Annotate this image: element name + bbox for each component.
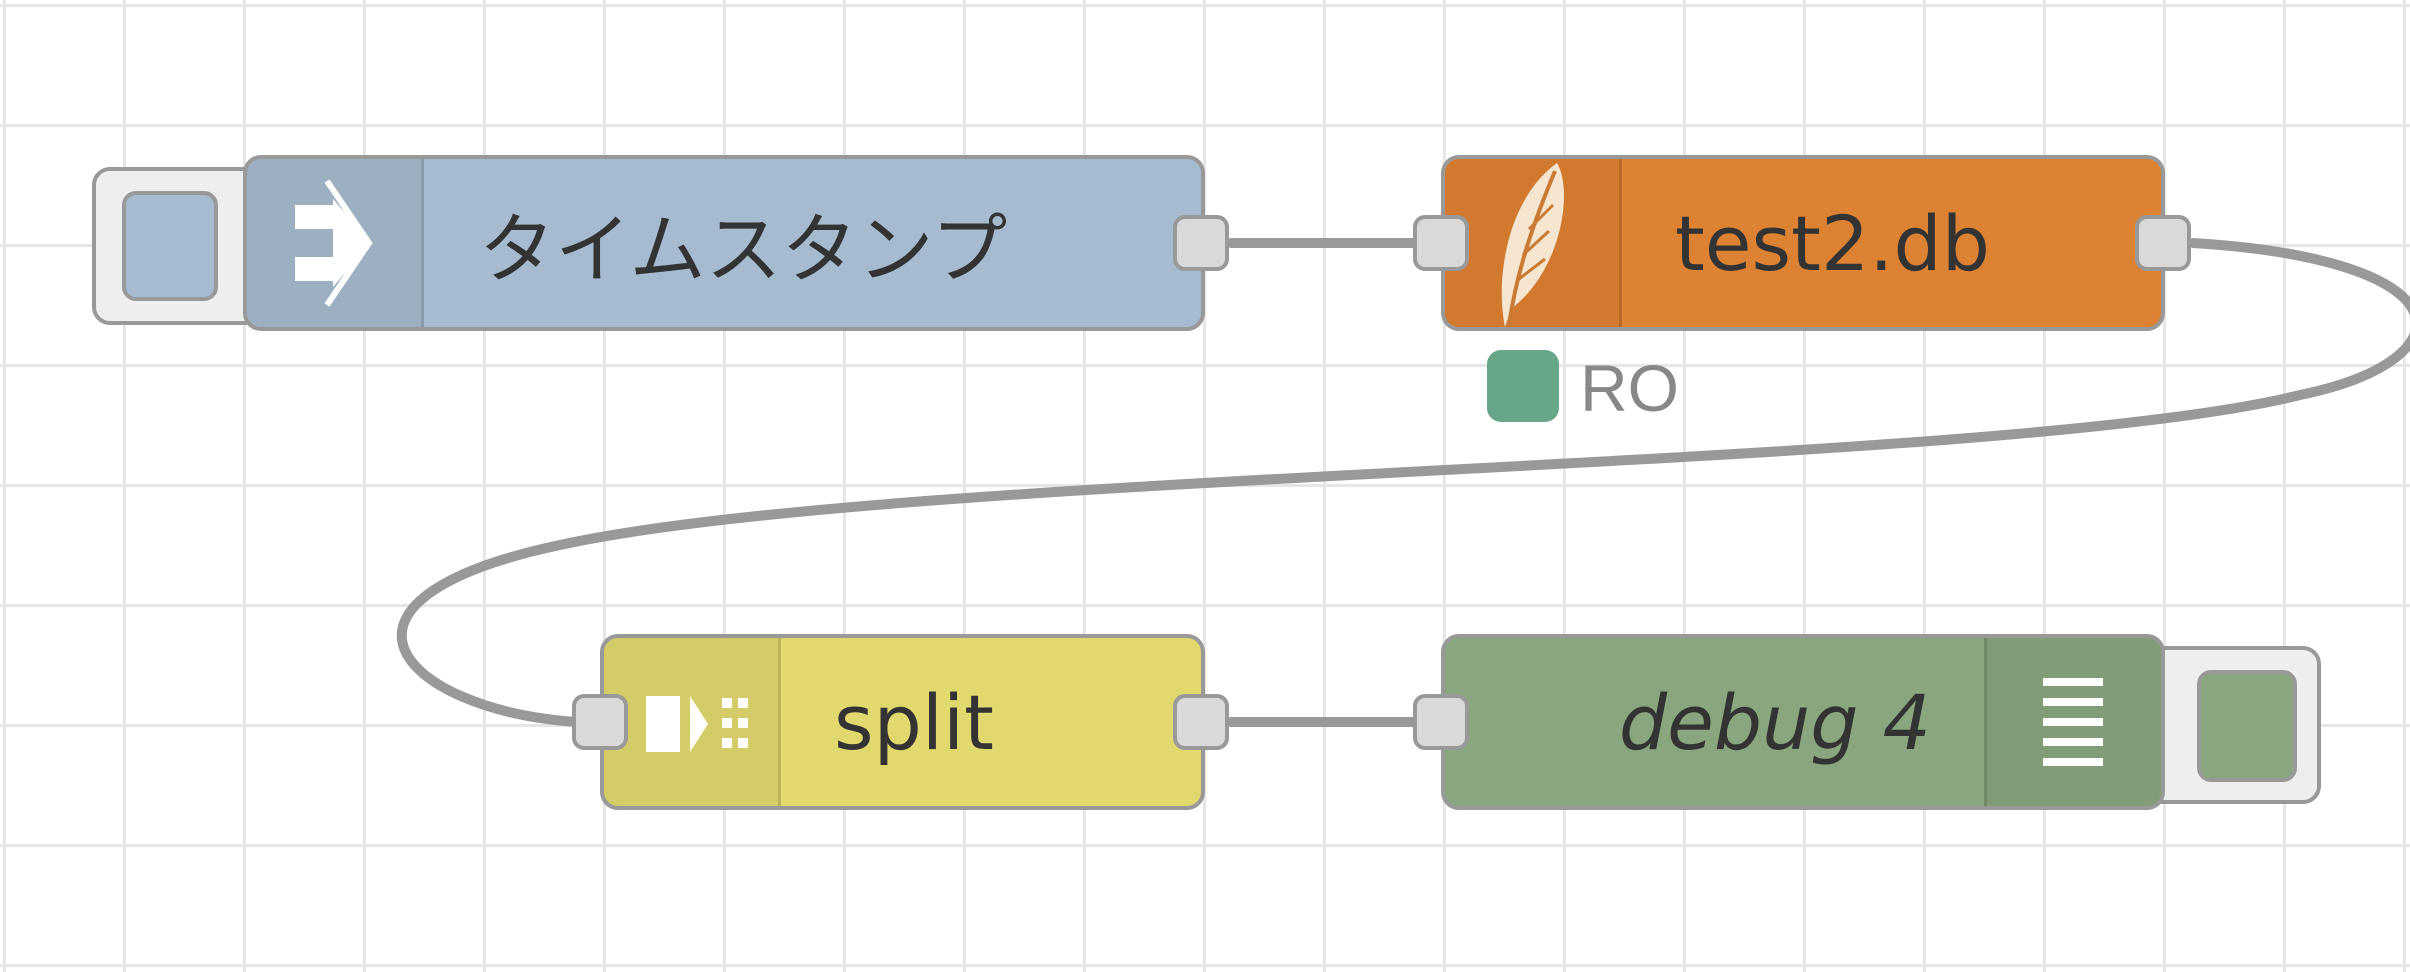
feather-icon <box>1501 163 1564 327</box>
debug-toggle-face <box>2197 670 2297 782</box>
sqlite-icon-area <box>1445 159 1622 327</box>
node-split[interactable]: split <box>600 634 1205 810</box>
status-text: RO <box>1580 351 1679 425</box>
debug-list-icon <box>2043 678 2103 766</box>
node-debug[interactable]: debug 4 <box>1441 634 2165 810</box>
sqlite-input-port[interactable] <box>1413 215 1469 271</box>
status-indicator <box>1487 350 1559 422</box>
node-split-label: split <box>834 677 994 767</box>
node-debug-label: debug 4 <box>1618 677 1931 767</box>
split-icon-area <box>604 638 781 806</box>
node-timestamp-label: タイムスタンプ <box>479 205 1008 294</box>
inject-arrow-icon <box>295 179 373 307</box>
inject-icon-area <box>247 159 424 327</box>
node-sqlite[interactable]: test2.db <box>1441 155 2165 331</box>
split-output-port[interactable] <box>1173 694 1229 750</box>
debug-input-port[interactable] <box>1413 694 1469 750</box>
sqlite-output-port[interactable] <box>2135 215 2191 271</box>
node-timestamp[interactable]: タイムスタンプ <box>243 155 1205 331</box>
node-sqlite-label: test2.db <box>1675 198 1990 288</box>
split-icon <box>646 696 748 752</box>
debug-icon-area <box>1984 638 2161 806</box>
wire-sqlite-to-split[interactable] <box>396 238 2410 727</box>
split-input-port[interactable] <box>572 694 628 750</box>
timestamp-output-port[interactable] <box>1173 215 1229 271</box>
inject-button-face <box>122 191 218 301</box>
